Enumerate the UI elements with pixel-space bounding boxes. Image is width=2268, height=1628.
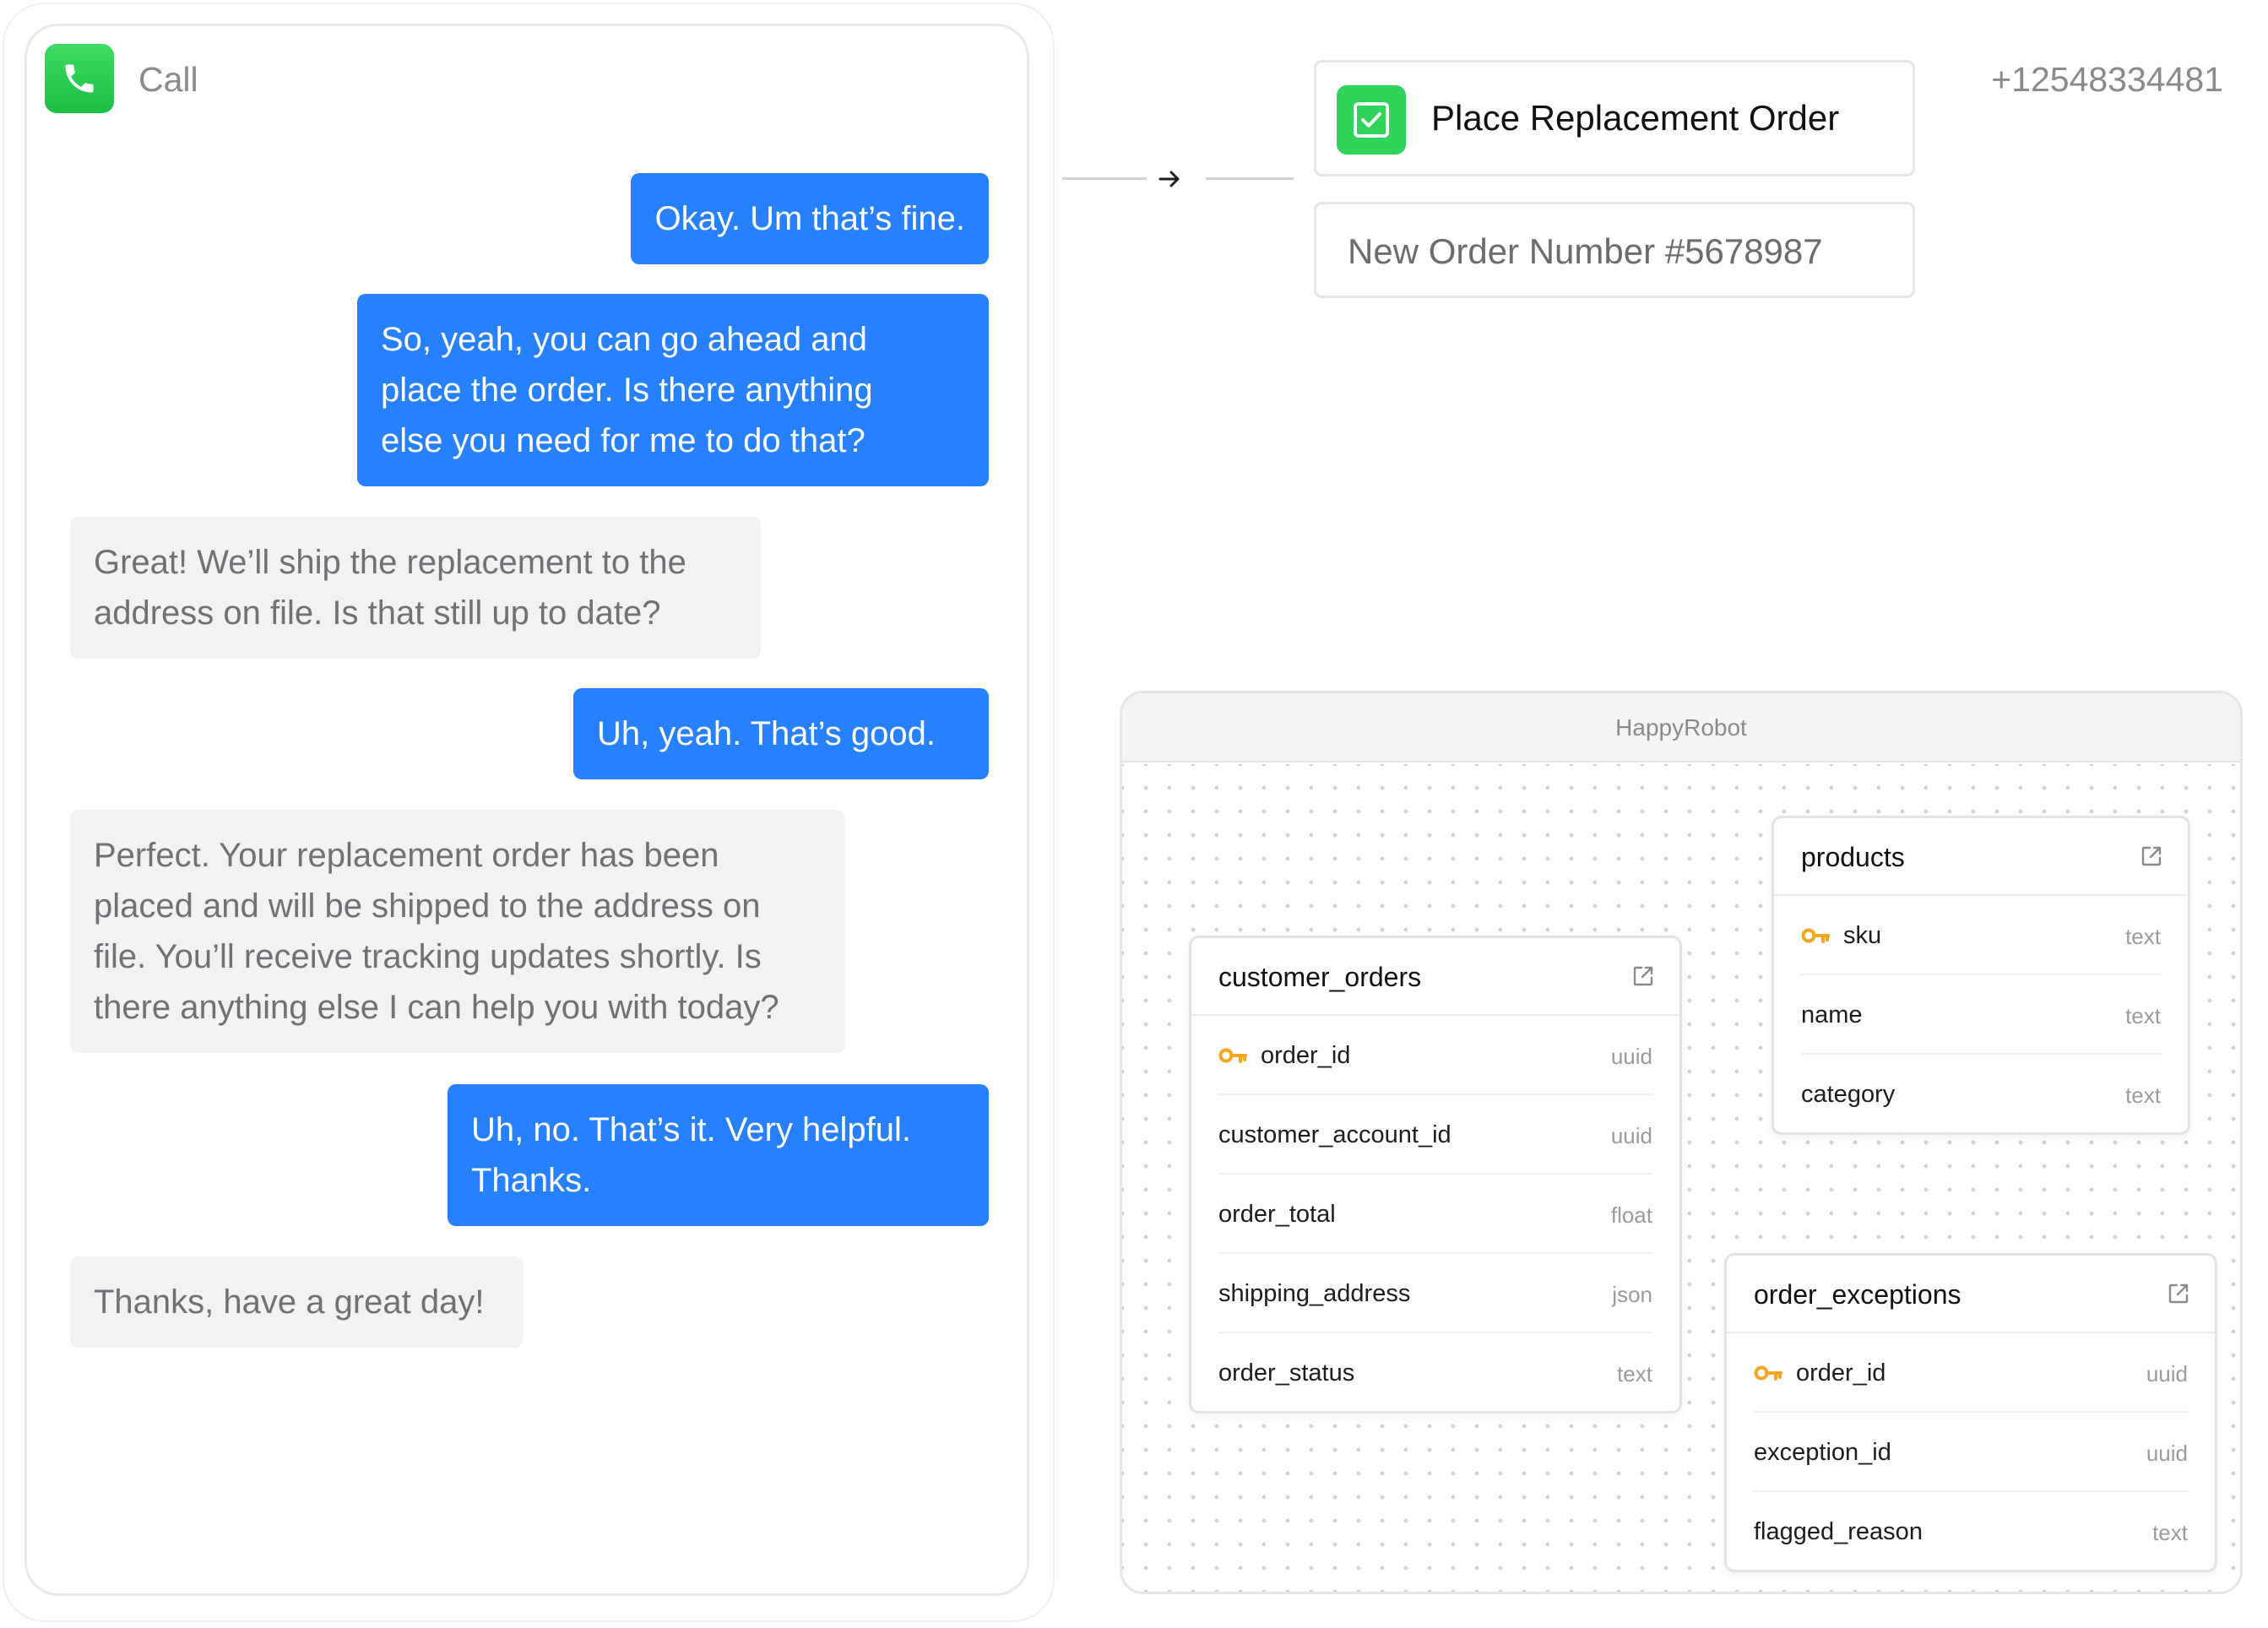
table-header: order_exceptions xyxy=(1727,1256,2215,1333)
column-type: uuid xyxy=(1610,1123,1652,1148)
column-type: uuid xyxy=(2146,1441,2188,1466)
table-card-products[interactable]: products sku text name text category tex… xyxy=(1772,816,2190,1135)
column-type: text xyxy=(2152,1520,2188,1545)
call-label: Call xyxy=(138,60,198,99)
table-card-order-exceptions[interactable]: order_exceptions order_id uuid exception… xyxy=(1724,1253,2217,1572)
table-name: products xyxy=(1801,842,1905,872)
column-type: text xyxy=(2125,1003,2161,1028)
message-bubble-agent: Thanks, have a great day! xyxy=(70,1256,524,1348)
table-row: order_id uuid xyxy=(1754,1333,2188,1413)
primary-key-icon xyxy=(1218,1048,1247,1063)
table-row: order_total float xyxy=(1218,1175,1652,1254)
tool-call-title: Place Replacement Order xyxy=(1431,98,1840,138)
connector-line-left xyxy=(1062,177,1147,180)
primary-key-icon xyxy=(1754,1365,1782,1381)
phone-icon xyxy=(45,44,114,113)
message-bubble-agent: Perfect. Your replacement order has been… xyxy=(70,810,845,1053)
table-row: exception_id uuid xyxy=(1754,1413,2188,1492)
table-row: name text xyxy=(1801,975,2161,1055)
table-name: customer_orders xyxy=(1218,962,1422,992)
column-type: text xyxy=(1617,1361,1652,1387)
column-name: category xyxy=(1801,1081,1896,1108)
column-name: name xyxy=(1801,1001,1863,1028)
column-name: order_status xyxy=(1218,1359,1355,1387)
table-row: order_id uuid xyxy=(1218,1016,1652,1095)
external-link-icon[interactable] xyxy=(1630,963,1656,989)
column-name: shipping_address xyxy=(1218,1280,1411,1307)
arrow-right-icon xyxy=(1158,171,1180,187)
column-type: uuid xyxy=(1610,1044,1652,1069)
column-type: text xyxy=(2125,924,2161,949)
table-row: shipping_address json xyxy=(1218,1254,1652,1333)
table-row: sku text xyxy=(1801,896,2161,975)
column-name: order_id xyxy=(1261,1042,1351,1069)
message-bubble-user: Uh, yeah. That’s good. xyxy=(573,688,989,779)
column-type: text xyxy=(2125,1083,2161,1108)
table-name: order_exceptions xyxy=(1754,1279,1961,1310)
column-name: exception_id xyxy=(1754,1439,1891,1466)
column-name: sku xyxy=(1843,922,1882,949)
external-link-icon[interactable] xyxy=(2139,844,2164,869)
table-row: flagged_reason text xyxy=(1754,1492,2188,1571)
column-type: json xyxy=(1612,1282,1652,1307)
column-name: order_id xyxy=(1796,1359,1886,1387)
caller-phone-number: +12548334481 xyxy=(1991,60,2223,99)
column-name: customer_account_id xyxy=(1218,1121,1451,1148)
schema-titlebar: HappyRobot xyxy=(1122,693,2240,762)
column-type: float xyxy=(1610,1202,1652,1228)
column-type: uuid xyxy=(2146,1361,2188,1387)
external-link-icon[interactable] xyxy=(2166,1281,2191,1306)
column-name: flagged_reason xyxy=(1754,1518,1923,1545)
message-bubble-user: Uh, no. That’s it. Very helpful. Thanks. xyxy=(448,1084,989,1226)
primary-key-icon xyxy=(1801,928,1830,943)
table-header: customer_orders xyxy=(1191,938,1679,1016)
table-card-customer-orders[interactable]: customer_orders order_id uuid customer_a… xyxy=(1189,936,1682,1414)
tool-result-card: New Order Number #5678987 xyxy=(1314,202,1915,298)
table-row: customer_account_id uuid xyxy=(1218,1095,1652,1175)
column-name: order_total xyxy=(1218,1201,1336,1228)
message-bubble-user: So, yeah, you can go ahead and place the… xyxy=(357,294,989,486)
table-row: category text xyxy=(1801,1055,2161,1134)
message-bubble-agent: Great! We’ll ship the replacement to the… xyxy=(70,517,761,659)
tool-call-card[interactable]: Place Replacement Order xyxy=(1314,60,1915,176)
table-row: order_status text xyxy=(1218,1333,1652,1413)
message-bubble-user: Okay. Um that’s fine. xyxy=(631,173,989,264)
tool-result-text: New Order Number #5678987 xyxy=(1348,231,1823,271)
table-header: products xyxy=(1774,818,2188,896)
checkbox-checked-icon xyxy=(1337,85,1406,155)
schema-window-title: HappyRobot xyxy=(1615,714,1747,741)
connector-line-right xyxy=(1206,177,1294,180)
call-header: Call +12548334481 xyxy=(45,44,2223,113)
